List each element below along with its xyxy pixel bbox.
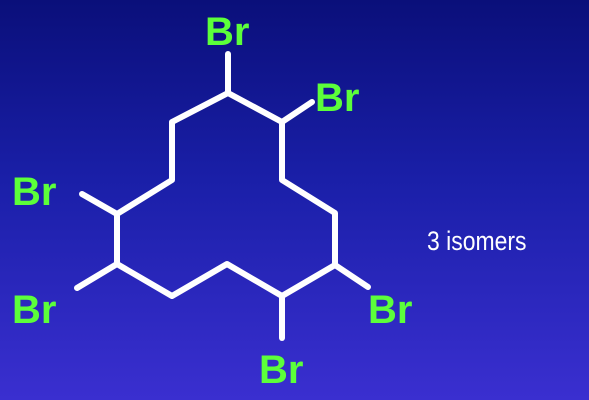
bond-br-left-lower (74, 261, 120, 291)
bromine-label-top-right: Br (315, 76, 360, 120)
bond-br-top-right (279, 99, 315, 125)
isomer-note: 3 isomers (427, 226, 527, 256)
ring-bonds (114, 90, 338, 299)
bromine-label-top: Br (205, 10, 250, 54)
bromine-label-left-lower: Br (12, 288, 57, 332)
bromine-label-bottom: Br (259, 348, 304, 392)
bromine-label-right: Br (368, 288, 413, 332)
bromine-label-left-upper: Br (12, 170, 57, 214)
bond-br-right (332, 262, 371, 290)
bond-br-left-upper (79, 191, 120, 217)
